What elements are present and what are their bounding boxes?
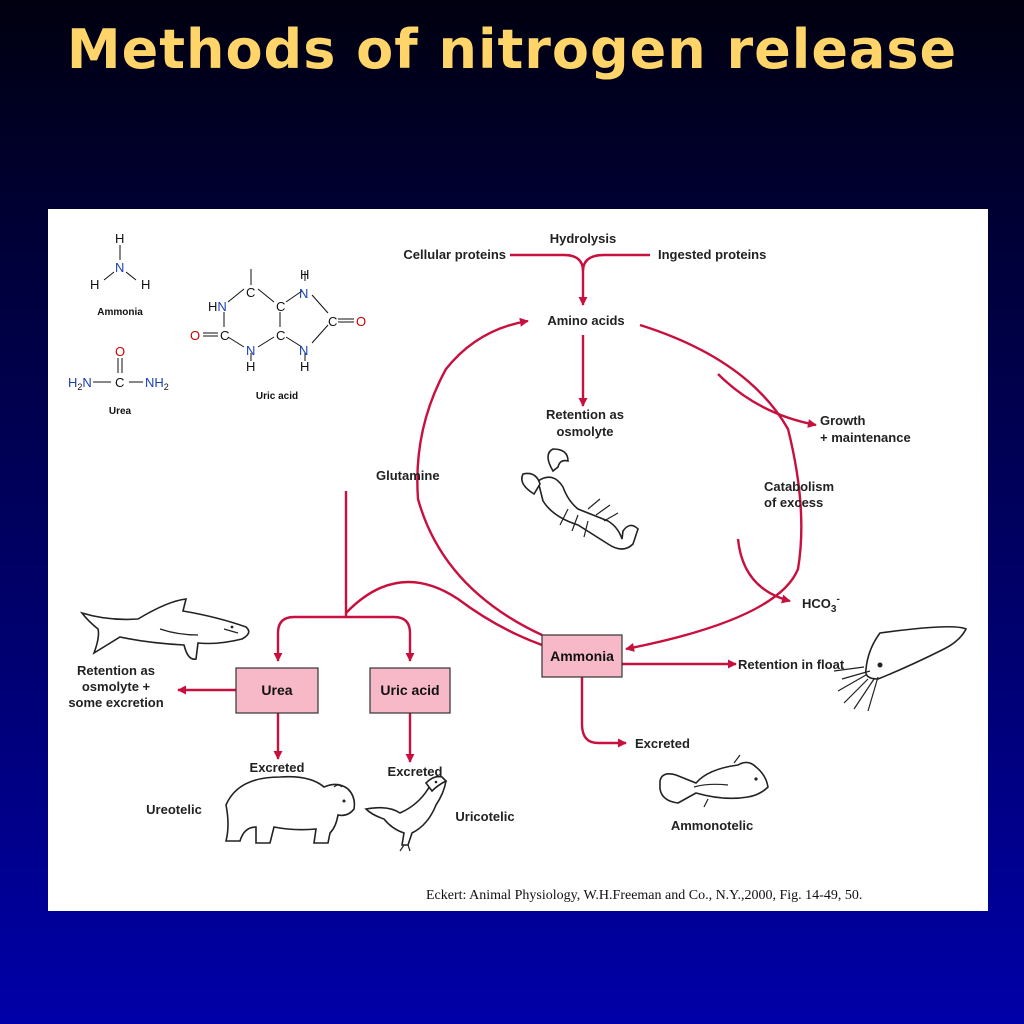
- retention-excretion-label-2: osmolyte +: [82, 679, 151, 694]
- urea-atom-nh-right: NH2: [145, 375, 169, 392]
- uric-atom-c1: C: [246, 285, 255, 300]
- uric-atom-h2: H: [246, 359, 255, 374]
- urea-atom-nh-left: H2N: [68, 375, 92, 392]
- nitrogen-diagram: H N H H Ammonia O C H2N NH2 Urea: [68, 231, 968, 903]
- arrow-to-urea: [273, 613, 348, 662]
- uric-atom-c4: C: [276, 328, 285, 343]
- ingested-proteins-label: Ingested proteins: [658, 247, 766, 262]
- urea-atom-c: C: [115, 375, 124, 390]
- retention-float-label: Retention in float: [738, 657, 845, 672]
- bear-icon: [224, 775, 356, 844]
- uric-atom-c3: C: [220, 328, 229, 343]
- uric-atom-h3: H: [300, 359, 309, 374]
- lobster-icon: [521, 448, 639, 550]
- arrow-ammonia-to-amino-via-glutamine: [416, 317, 543, 637]
- retention-excretion-label-3: some excretion: [68, 695, 163, 710]
- flow-arrows: [177, 253, 817, 763]
- squid-icon: [833, 625, 968, 712]
- uric-acid-atoms: HN C C N H O C C C O N H N H Uric acid: [190, 267, 366, 402]
- urea-box-label: Urea: [261, 682, 292, 698]
- growth-label-2: + maintenance: [820, 430, 911, 445]
- ammonia-atom-h-left: H: [90, 277, 99, 292]
- uric-atom-c5: C: [328, 314, 337, 329]
- uric-atom-n3: N: [299, 343, 308, 358]
- cellular-proteins-label: Cellular proteins: [403, 247, 506, 262]
- ammonia-atom-n: N: [115, 260, 124, 275]
- uric-acid-structure: [203, 269, 354, 361]
- ammonotelic-label: Ammonotelic: [671, 818, 753, 833]
- retention-osmolyte-label-2: osmolyte: [556, 424, 613, 439]
- uric-acid-label: Uric acid: [256, 391, 298, 402]
- line-ammonia-to-split: [345, 580, 543, 647]
- ammonia-label: Ammonia: [97, 307, 143, 318]
- ammonia-box-label: Ammonia: [550, 648, 614, 664]
- amino-acids-label: Amino acids: [547, 313, 624, 328]
- urea-structure: O C H2N NH2 Urea: [68, 344, 169, 417]
- uricotelic-label: Uricotelic: [455, 809, 514, 824]
- uric-acid-box: [369, 667, 451, 714]
- arrow-to-growth: [717, 373, 817, 428]
- uric-atom-o2: O: [356, 314, 366, 329]
- arrow-ingested-to-amino: [581, 253, 650, 272]
- fish-icon: [659, 754, 769, 808]
- diagram-panel: H N H H Ammonia O C H2N NH2 Urea: [48, 209, 988, 911]
- ureotelic-label: Ureotelic: [146, 802, 202, 817]
- arrow-catabolism-to-ammonia: [625, 323, 803, 652]
- hydrolysis-label: Hydrolysis: [550, 231, 616, 246]
- uric-atom-o1: O: [190, 328, 200, 343]
- ammonia-structure: H N H H Ammonia: [90, 231, 150, 318]
- slide-title: Methods of nitrogen release: [66, 18, 958, 81]
- shark-icon: [79, 598, 250, 661]
- retention-osmolyte-label-1: Retention as: [546, 407, 624, 422]
- uric-atom-n1: N: [299, 286, 308, 301]
- catabolism-label-1: Catabolism: [764, 479, 834, 494]
- urea-label: Urea: [109, 406, 132, 417]
- growth-label-1: Growth: [820, 413, 866, 428]
- glutamine-label: Glutamine: [376, 468, 440, 483]
- ammonia-atom-h-top: H: [115, 231, 124, 246]
- arrow-ammonia-excreted: [580, 677, 627, 748]
- hco3-label: HCO3-: [802, 594, 840, 615]
- retention-excretion-label-1: Retention as: [77, 663, 155, 678]
- ammonia-box: [541, 634, 623, 678]
- arrow-cellular-to-amino: [510, 253, 588, 306]
- urea-box: [235, 667, 319, 714]
- bird-icon: [364, 775, 448, 852]
- arrow-to-hco3: [736, 538, 791, 604]
- catabolism-label-2: of excess: [764, 495, 823, 510]
- uric-acid-box-label: Uric acid: [380, 682, 439, 698]
- arrow-to-uric-acid: [346, 615, 415, 662]
- uric-atom-n2: N: [246, 343, 255, 358]
- excreted-uric-label: Excreted: [388, 764, 443, 779]
- ammonia-atom-h-right: H: [141, 277, 150, 292]
- uric-atom-h1: H: [300, 267, 309, 282]
- excreted-urea-label: Excreted: [250, 760, 305, 775]
- excreted-ammonia-label: Excreted: [635, 736, 690, 751]
- uric-atom-hn: HN: [208, 299, 227, 314]
- uric-atom-c2: C: [276, 299, 285, 314]
- urea-atom-o: O: [115, 344, 125, 359]
- citation-text: Eckert: Animal Physiology, W.H.Freeman a…: [426, 888, 862, 903]
